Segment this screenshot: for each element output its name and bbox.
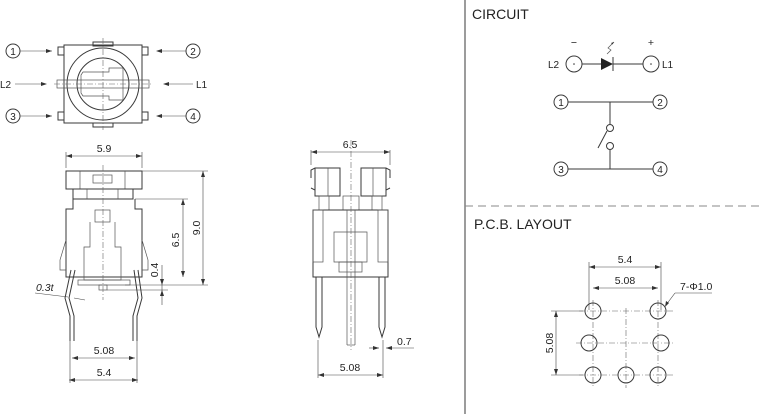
dim-pcb-pitch-h: 5.08 [615,275,636,287]
side-view: 6.5 5.08 0.7 [310,139,414,378]
circuit-section: CIRCUIT − + L2 L1 1 2 3 4 [472,6,674,177]
pcb-hole [580,334,598,352]
pcb-hole [649,366,667,384]
circuit-pin-1-label: 1 [558,98,564,109]
circuit-label-l1: L1 [662,60,674,71]
circuit-pin-3-label: 3 [558,165,564,176]
dim-side-width: 6.5 [343,139,358,151]
circuit-pin-2-label: 2 [657,98,663,109]
pcb-hole [652,334,670,352]
switch-contact-icon [597,130,608,149]
circuit-title: CIRCUIT [472,6,529,22]
front-view: 5.9 9.0 6.5 0.4 0.3t 5.08 5.4 [34,143,208,383]
pin-label-1: 1 [10,47,16,58]
l1-terminal [642,55,660,73]
pcb-hole [584,302,602,320]
dim-lead-thickness: 0.3t [36,282,55,294]
dim-height-body: 6.5 [170,233,182,248]
dim-side-pin-width: 0.7 [397,336,412,348]
circuit-pin-4-label: 4 [657,165,663,176]
pin-label-4: 4 [190,112,196,123]
led-diode-icon [601,58,613,70]
pin-label-3: 3 [10,112,16,123]
dim-pin-span: 5.4 [97,367,112,379]
pcb-hole [584,366,602,384]
circuit-label-l2: L2 [548,60,560,71]
dim-height-total: 9.0 [191,221,203,236]
pcb-hole [649,302,667,320]
dim-side-pitch: 5.08 [340,362,361,374]
dim-pcb-holes: 7-Φ1.0 [680,281,712,293]
top-view: 1 2 3 4 L2 L1 [0,38,208,130]
pcb-hole [617,366,635,384]
led-label-l2: L2 [0,80,12,91]
dim-pcb-span: 5.4 [618,254,633,266]
pcb-title: P.C.B. LAYOUT [474,216,572,232]
dim-pin-pitch: 5.08 [94,345,115,357]
minus-sign: − [571,37,577,49]
pin-label-2: 2 [190,47,196,58]
dim-width-top: 5.9 [97,143,112,155]
pcb-layout-section: P.C.B. LAYOUT 5.4 5.08 7-Φ1.0 5.08 [474,216,712,388]
dim-standoff: 0.4 [149,263,161,278]
dim-pcb-pitch-v: 5.08 [544,333,556,354]
led-label-l1: L1 [196,80,208,91]
plus-sign: + [648,37,654,49]
